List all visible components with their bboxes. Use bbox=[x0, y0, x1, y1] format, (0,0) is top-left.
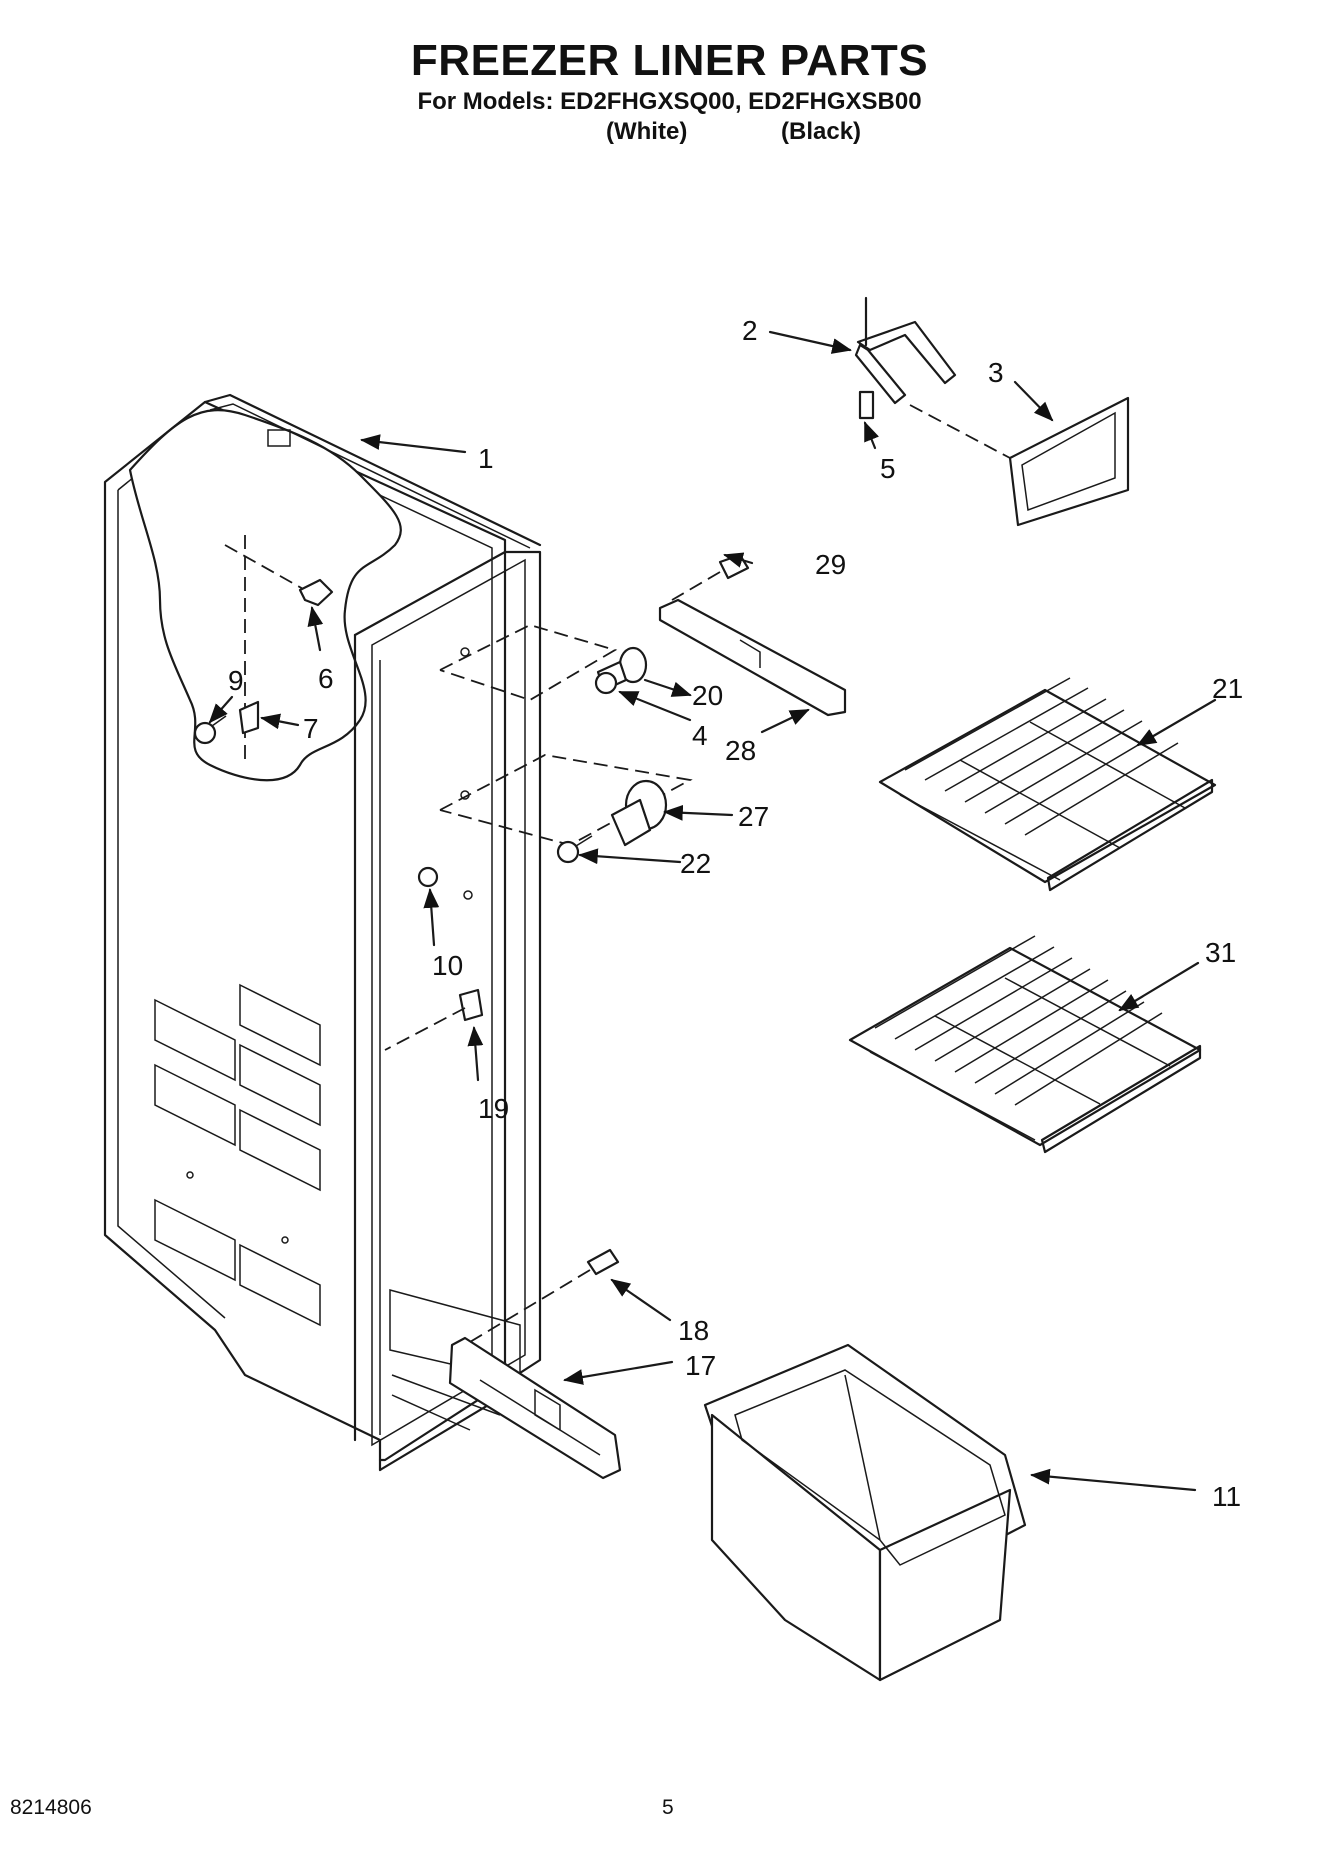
doc-number: 8214806 bbox=[10, 1796, 92, 1819]
callout-5: 5 bbox=[880, 453, 896, 484]
rail-part-28 bbox=[658, 598, 847, 717]
callout-1: 1 bbox=[478, 443, 494, 474]
screw-part-18 bbox=[464, 1248, 620, 1346]
callout-19: 19 bbox=[478, 1093, 509, 1124]
page-title: FREEZER LINER PARTS bbox=[410, 36, 929, 85]
callout-7: 7 bbox=[303, 713, 319, 744]
wire-shelf-part-31 bbox=[848, 935, 1202, 1154]
callout-20: 20 bbox=[692, 680, 723, 711]
callout-18: 18 bbox=[678, 1315, 709, 1346]
callout-arrows bbox=[208, 330, 1217, 1492]
clip-part-6 bbox=[298, 578, 334, 607]
variant-white: (White) bbox=[606, 118, 688, 145]
screw-part-4 bbox=[594, 660, 628, 695]
screw-part-29 bbox=[671, 553, 750, 601]
clip-part-7 bbox=[238, 700, 260, 735]
callout-6: 6 bbox=[318, 663, 334, 694]
callout-29: 29 bbox=[815, 549, 846, 580]
callout-9: 9 bbox=[228, 665, 244, 696]
callout-28: 28 bbox=[725, 735, 756, 766]
callout-11: 11 bbox=[1212, 1481, 1241, 1512]
callout-22: 22 bbox=[680, 848, 711, 879]
clip-part-19 bbox=[384, 988, 484, 1051]
screw-part-5 bbox=[858, 390, 875, 420]
callout-10: 10 bbox=[432, 950, 463, 981]
freezer-bin-part-11 bbox=[703, 1343, 1027, 1682]
freezer-liner bbox=[103, 393, 693, 1472]
wire-shelf-part-21 bbox=[878, 677, 1217, 892]
variant-black: (Black) bbox=[781, 118, 862, 145]
screw-part-22 bbox=[556, 835, 593, 864]
callout-21: 21 bbox=[1212, 673, 1243, 704]
callout-labels: 1 2 3 5 6 9 7 29 20 4 28 21 27 22 10 31 … bbox=[228, 315, 1243, 1512]
page-number: 5 bbox=[662, 1796, 674, 1819]
hinge-part-27 bbox=[610, 779, 668, 847]
callout-2: 2 bbox=[742, 315, 758, 346]
screw-part-10 bbox=[417, 866, 439, 888]
callout-27: 27 bbox=[738, 801, 769, 832]
bracket-part-2 bbox=[854, 296, 957, 405]
models-line: For Models: ED2FHGXSQ00, ED2FHGXSB00 bbox=[417, 88, 922, 115]
callout-17: 17 bbox=[685, 1350, 716, 1381]
callout-4: 4 bbox=[692, 720, 708, 751]
bracket-part-17 bbox=[448, 1336, 622, 1480]
callout-31: 31 bbox=[1205, 937, 1236, 968]
callout-3: 3 bbox=[988, 357, 1004, 388]
panel-part-3 bbox=[909, 396, 1130, 527]
